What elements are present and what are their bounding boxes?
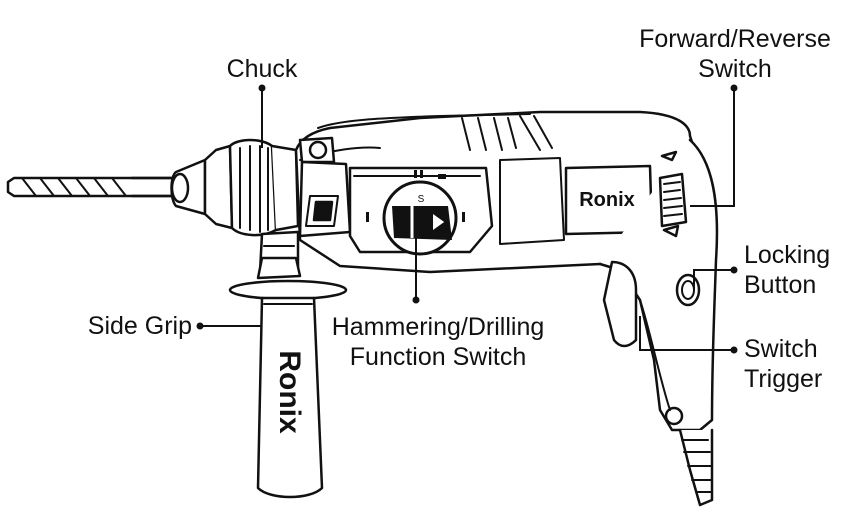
brand-logo-grip: Ronix bbox=[273, 350, 306, 434]
label-chuck: Chuck bbox=[226, 55, 298, 83]
mode-selector-dial: S bbox=[366, 170, 465, 256]
label-locking-button: Locking Button bbox=[744, 240, 854, 300]
label-forward-reverse-line1: Forward/Reverse bbox=[639, 25, 831, 53]
label-forward-reverse: Forward/Reverse Switch bbox=[620, 24, 850, 84]
brand-panel bbox=[499, 157, 654, 245]
callout-dots bbox=[196, 84, 738, 354]
rear-handle bbox=[598, 138, 719, 507]
callout-lines bbox=[200, 88, 735, 351]
label-hammering-line1: Hammering/Drilling bbox=[331, 313, 545, 341]
brand-logo-body: Ronix bbox=[579, 189, 635, 211]
locking-button bbox=[675, 273, 701, 307]
forward-reverse-leader bbox=[690, 88, 735, 207]
locking-leader bbox=[693, 269, 734, 290]
label-trigger-line1: Switch bbox=[744, 335, 818, 363]
side-grip bbox=[228, 230, 348, 499]
selector-mark: S bbox=[418, 194, 425, 205]
label-trigger-line2: Trigger bbox=[744, 365, 823, 393]
label-locking-line2: Button bbox=[744, 271, 817, 299]
trigger-leader bbox=[639, 316, 734, 351]
label-hammering-line2: Function Switch bbox=[349, 343, 527, 371]
label-switch-trigger: Switch Trigger bbox=[744, 334, 854, 394]
label-locking-line1: Locking bbox=[744, 241, 831, 269]
drill-bit bbox=[6, 176, 182, 198]
label-hammering-switch: Hammering/Drilling Function Switch bbox=[318, 312, 558, 372]
label-forward-reverse-line2: Switch bbox=[698, 55, 772, 83]
label-side-grip: Side Grip bbox=[87, 312, 192, 340]
chuck bbox=[170, 138, 300, 237]
